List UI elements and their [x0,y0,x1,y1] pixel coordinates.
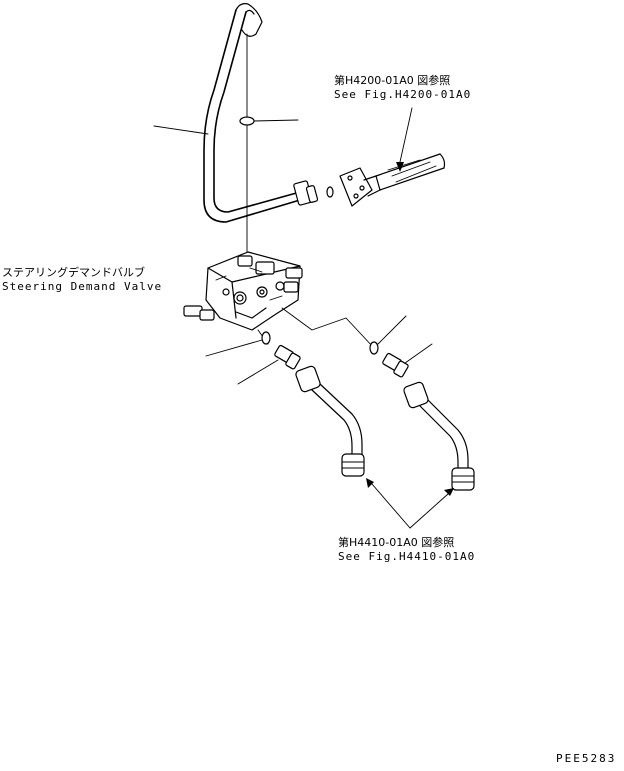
leader-upper-tube [153,125,209,135]
drawing-code: PEE5283 [556,752,617,765]
reference-label-h4200-en: See Fig.H4200-01A0 [334,88,472,101]
left-hose [295,365,365,477]
reference-label-h4410-jp: 第H4410-01A0 図参照 [338,536,455,549]
valve-label-en: Steering Demand Valve [2,280,163,293]
leader-left-elbow [237,359,279,385]
leader-right-o-ring [377,315,407,345]
upper-tube [203,3,301,223]
reference-label-h4200-jp: 第H4200-01A0 図参照 [334,74,451,87]
valve-label: ステアリングデマンドバルブ Steering Demand Valve [2,266,162,294]
assembly-line-right [281,307,375,349]
valve-label-jp: ステアリングデマンドバルブ [2,266,145,279]
leader-left-o-ring [205,339,263,357]
arrows-h4410 [366,478,454,529]
leader-upper-ring [253,119,299,122]
tube-end-fitting [293,180,319,206]
reference-label-h4410: 第H4410-01A0 図参照 See Fig.H4410-01A0 [338,536,475,564]
right-o-ring [369,341,379,355]
flange-o-ring [326,186,334,198]
right-hose [403,381,475,491]
left-o-ring [261,331,271,345]
upper-o-ring [239,116,255,126]
steering-demand-valve [183,251,303,331]
right-elbow-fitting [382,352,409,378]
reference-label-h4410-en: See Fig.H4410-01A0 [338,550,476,563]
left-elbow-fitting [274,344,301,370]
reference-label-h4200: 第H4200-01A0 図参照 See Fig.H4200-01A0 [334,74,471,102]
flange-hose [339,153,446,207]
arrow-h4200 [396,107,413,172]
